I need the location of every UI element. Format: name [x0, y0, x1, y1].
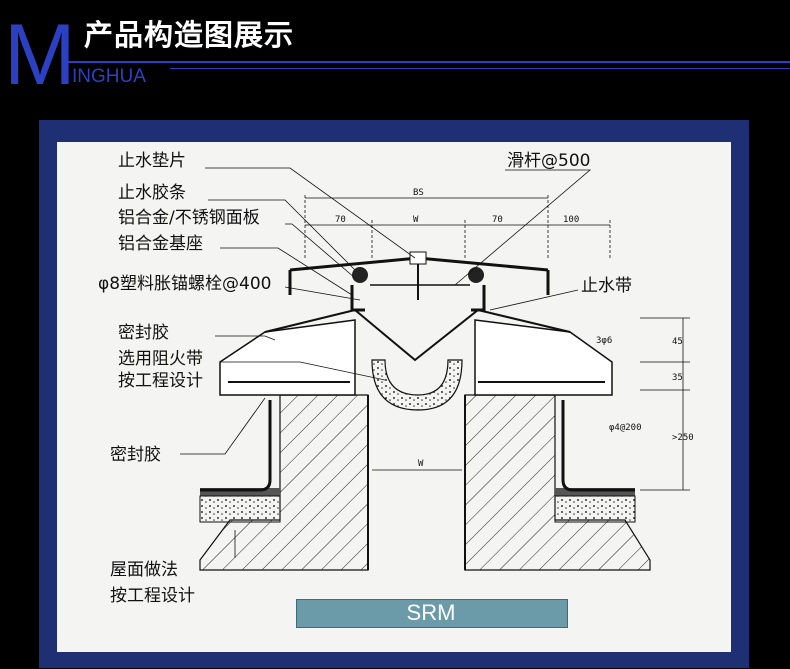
- dim-w-bottom: W: [418, 459, 424, 469]
- dim-w-top: W: [413, 215, 419, 225]
- dim-100: 100: [563, 215, 579, 225]
- dim-70-right: 70: [492, 215, 503, 225]
- label-roof-note: 按工程设计: [110, 586, 195, 606]
- dim-250: >250: [672, 433, 694, 443]
- page-title: 产品构造图展示: [84, 18, 295, 52]
- model-name: SRM: [406, 600, 456, 625]
- dim-45: 45: [672, 337, 683, 347]
- roof-layer-right: [554, 400, 636, 523]
- label-panel: 铝合金/不锈钢面板: [118, 208, 260, 228]
- logo-letter: M: [4, 7, 76, 103]
- label-water-strip: 止水胶条: [118, 183, 186, 203]
- label-slide-rod: 滑杆@500: [507, 151, 590, 171]
- dim-rebar: 3φ6: [596, 336, 612, 346]
- label-roof: 屋面做法: [110, 560, 178, 580]
- label-fire-strip: 选用阻火带: [118, 349, 203, 369]
- dim-70-left: 70: [335, 215, 346, 225]
- header-rule-top: [64, 61, 790, 63]
- concrete-wall-left: [199, 394, 369, 571]
- base-right: [474, 319, 613, 396]
- dim-anchor: φ4@200: [609, 423, 642, 433]
- base-left: [219, 319, 356, 396]
- concrete-wall-right: [464, 394, 651, 571]
- label-sealant-top: 密封胶: [118, 323, 169, 343]
- roof-layer-left: [199, 400, 281, 523]
- label-base: 铝合金基座: [118, 234, 203, 254]
- logo-brand-text: INGHUA: [72, 66, 146, 87]
- label-water-gasket: 止水垫片: [118, 151, 186, 171]
- leader-lines: [180, 167, 592, 558]
- label-sealant-bottom: 密封胶: [110, 445, 161, 465]
- model-bar: [296, 599, 568, 628]
- water-stop-belt: [264, 308, 571, 362]
- label-fire-strip-note: 按工程设计: [118, 371, 203, 391]
- dim-bs: BS: [413, 188, 424, 198]
- cover-panel: [288, 251, 550, 312]
- dim-35: 35: [672, 373, 683, 383]
- label-water-belt: 止水带: [581, 276, 632, 296]
- label-bolt: φ8塑料胀锚螺栓@400: [98, 274, 271, 294]
- fire-strip: [371, 359, 463, 411]
- dimension-lines: [304, 195, 690, 491]
- header: M INGHUA 产品构造图展示: [0, 0, 790, 100]
- header-rule-bottom: [170, 68, 790, 69]
